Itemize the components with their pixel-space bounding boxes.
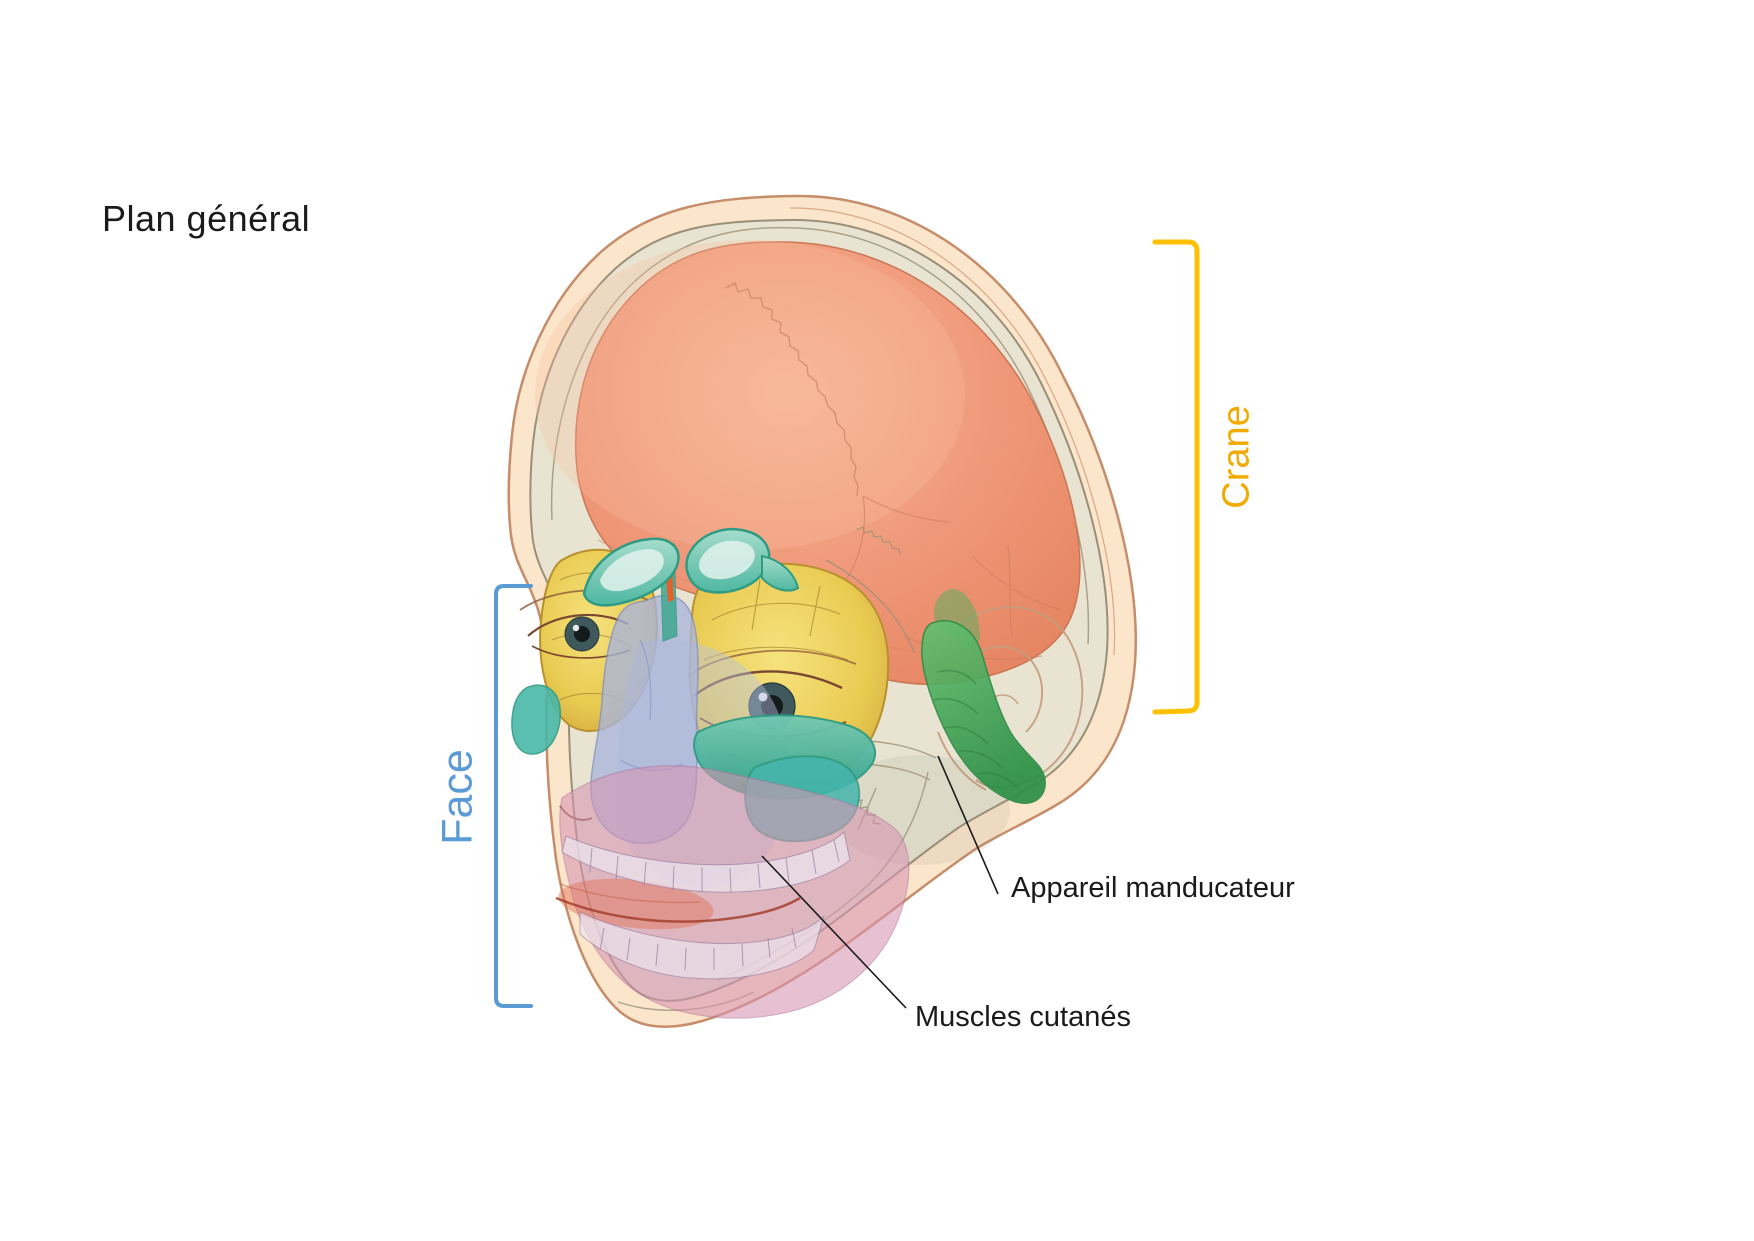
label-face: Face — [433, 749, 482, 845]
teeth-lower — [579, 911, 825, 980]
cutaneous-muscle-region — [555, 765, 910, 1019]
coronal-suture — [725, 282, 859, 497]
leader-line-appareil — [937, 755, 999, 895]
manducator-region — [921, 589, 1046, 804]
leader-line-muscles — [761, 855, 907, 1009]
face-bracket — [494, 584, 533, 1008]
page-title: Plan général — [102, 198, 311, 239]
lips-shade — [558, 878, 714, 930]
skin-inner-line — [789, 207, 1116, 656]
label-crane: Crane — [1215, 405, 1258, 509]
frontal-sinus-wings — [582, 527, 800, 607]
label-muscles-cutanes: Muscles cutanés — [915, 1001, 1131, 1033]
label-appareil-manducateur: Appareil manducateur — [1011, 872, 1295, 904]
teeth-upper — [561, 831, 851, 893]
lip-line — [555, 896, 801, 923]
crane-bracket — [1152, 239, 1200, 715]
